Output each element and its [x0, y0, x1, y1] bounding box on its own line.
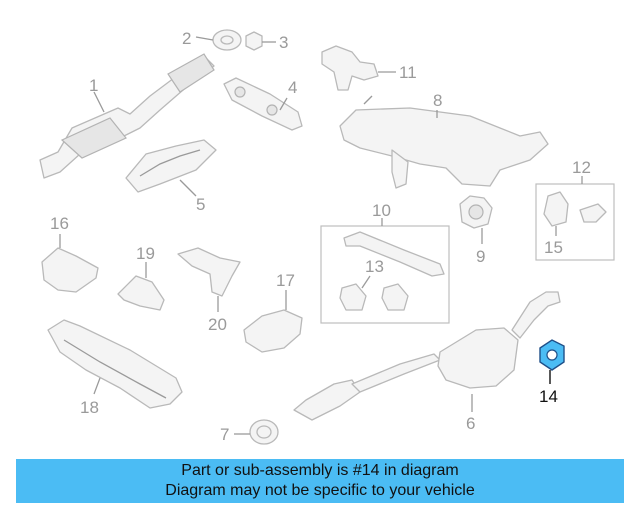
part-4-bracket — [223, 77, 303, 131]
part-3-nut — [245, 31, 276, 51]
banner-line-1: Part or sub-assembly is #14 in diagram — [181, 462, 459, 479]
part-1-front-pipe-catalyst — [39, 53, 215, 179]
callout-4: 4 — [288, 78, 297, 97]
callout-6: 6 — [466, 414, 475, 433]
callout-2: 2 — [182, 29, 191, 48]
callout-16: 16 — [50, 214, 69, 233]
callout-9: 9 — [476, 247, 485, 266]
callout-1: 1 — [89, 76, 98, 95]
part-17-shield — [243, 290, 303, 353]
exhaust-parts-diagram: 1 2 3 4 5 6 7 8 9 10 11 12 13 14 15 16 1… — [39, 29, 615, 445]
part-18-heat-shield — [47, 319, 183, 409]
callout-12: 12 — [572, 158, 591, 177]
callout-17: 17 — [276, 271, 295, 290]
part-10-13-group — [320, 218, 450, 324]
part-16-shield — [41, 234, 99, 293]
part-8-rear-muffler — [339, 95, 549, 189]
callout-14: 14 — [539, 387, 558, 406]
callout-20: 20 — [208, 315, 227, 334]
part-19-shield — [117, 262, 165, 311]
callout-18: 18 — [80, 398, 99, 417]
part-11-hanger-bracket — [321, 45, 396, 91]
part-12-15-group — [535, 176, 615, 261]
part-5-heat-shield — [125, 139, 217, 197]
part-7-clamp — [234, 419, 279, 445]
callout-8: 8 — [433, 91, 442, 110]
part-6-rear-exhaust-section — [293, 291, 561, 421]
callout-15: 15 — [544, 238, 563, 257]
callout-5: 5 — [196, 195, 205, 214]
banner-line-2: Diagram may not be specific to your vehi… — [165, 482, 475, 499]
callout-10: 10 — [372, 201, 391, 220]
callout-7: 7 — [220, 425, 229, 444]
part-2-gasket — [195, 29, 242, 51]
callout-13: 13 — [365, 257, 384, 276]
callout-19: 19 — [136, 244, 155, 263]
callout-3: 3 — [279, 33, 288, 52]
part-14-rubber-mount-highlighted — [539, 339, 565, 384]
callout-11: 11 — [399, 63, 417, 82]
part-20-bracket — [177, 247, 241, 312]
part-9-clamp — [459, 195, 493, 244]
info-banner: Part or sub-assembly is #14 in diagram D… — [16, 459, 624, 503]
